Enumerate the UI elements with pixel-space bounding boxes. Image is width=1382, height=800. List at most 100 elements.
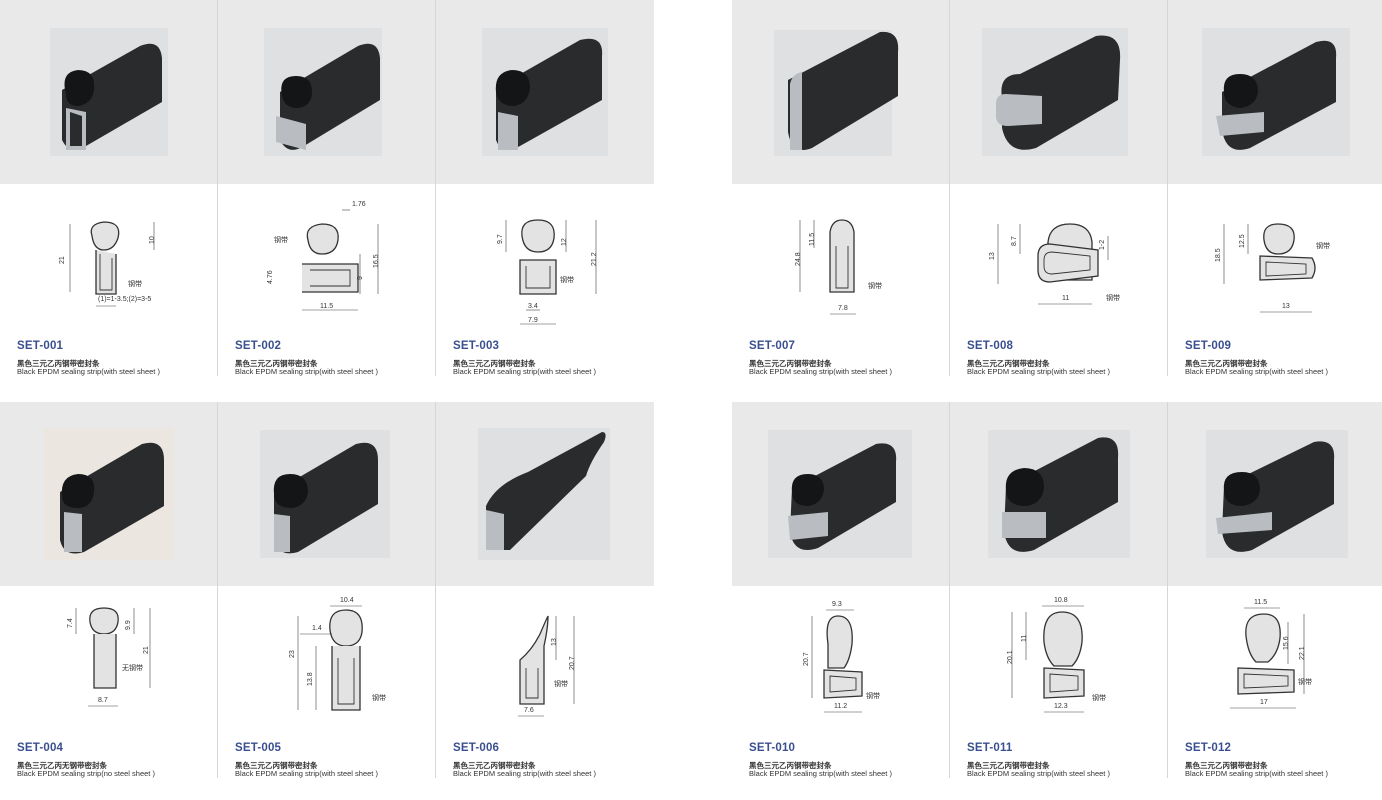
dim-label: 1.76 <box>352 201 366 208</box>
dim-label: 10 <box>149 236 156 244</box>
dim-label: 20.7 <box>803 652 810 666</box>
product-card: 9.7 12 21.2 3.4 7.9 钢带 SET-003 黑色三元乙丙钢带密… <box>436 0 654 376</box>
dim-label: 8.7 <box>98 697 108 704</box>
profile-drawing: 9.7 12 21.2 3.4 7.9 钢带 <box>497 219 598 325</box>
product-photo <box>0 0 218 184</box>
product-code: SET-008 <box>967 340 1014 352</box>
technical-drawing: 13 20.7 7.6 钢带 <box>436 586 654 778</box>
technical-drawing: 9.3 20.7 11.2 钢带 <box>732 586 950 778</box>
product-card: 18.5 12.5 13 钢带 SET-009 黑色三元乙丙钢带密封条 Blac… <box>1168 0 1382 376</box>
steel-label: 钢带 <box>560 275 574 284</box>
product-name-en: Black EPDM sealing strip(with steel shee… <box>1185 367 1328 376</box>
product-card: 11.5 24.8 7.8 钢带 SET-007 黑色三元乙丙钢带密封条 Bla… <box>732 0 950 376</box>
product-code: SET-002 <box>235 340 282 352</box>
dim-label: 13 <box>551 638 558 646</box>
product-photo <box>950 402 1168 586</box>
product-photo <box>732 402 950 586</box>
seal-photo-icon <box>44 428 174 560</box>
product-name-en: Black EPDM sealing strip(with steel shee… <box>749 769 892 778</box>
product-name-en: Black EPDM sealing strip(with steel shee… <box>1185 769 1328 778</box>
dim-label: 13.8 <box>307 672 314 686</box>
steel-label: 钢带 <box>274 235 288 244</box>
product-card: 13 20.7 7.6 钢带 SET-006 黑色三元乙丙钢带密封条 Black… <box>436 402 654 778</box>
dim-label: 13 <box>989 252 996 260</box>
dim-label: 11 <box>1021 635 1028 642</box>
product-card: 10.8 11 20.1 12.3 钢带 SET-011 黑色三元乙丙钢带密封条… <box>950 402 1168 778</box>
product-code: SET-012 <box>1185 742 1232 754</box>
seal-photo-icon <box>774 30 899 156</box>
product-card: 9.3 20.7 11.2 钢带 SET-010 黑色三元乙丙钢带密封条 Bla… <box>732 402 950 778</box>
dim-label: 20.1 <box>1007 650 1014 664</box>
dim-label: 7.8 <box>838 305 848 312</box>
technical-drawing: 21 10 (1)=1-3.5;(2)=3-5 钢带 <box>0 184 218 376</box>
divider <box>217 0 218 376</box>
divider <box>435 402 436 778</box>
steel-label: 钢带 <box>1298 677 1312 686</box>
dim-label: 11.5 <box>1254 599 1267 606</box>
dim-label: 10.8 <box>1054 597 1068 604</box>
profile-drawing: 9.3 20.7 11.2 钢带 <box>803 601 880 713</box>
seal-photo-icon <box>768 430 912 558</box>
product-photo <box>0 402 218 586</box>
product-code: SET-005 <box>235 742 282 754</box>
product-card: 10.4 1.4 23 13.8 钢带 SET-005 黑色三元乙丙钢带密封条 … <box>218 402 436 778</box>
dim-label: 13 <box>1282 303 1290 310</box>
steel-label: 钢带 <box>868 281 882 290</box>
divider <box>949 402 950 778</box>
dim-label: 16.5 <box>373 254 380 268</box>
technical-drawing: 7.4 9.9 21 8.7 无钢带 <box>0 586 218 778</box>
steel-label: 钢带 <box>372 693 386 702</box>
dim-label: 9.9 <box>125 620 132 630</box>
divider <box>435 0 436 376</box>
divider <box>1167 0 1168 376</box>
profile-drawing: 11.5 15.6 22.1 17 钢带 <box>1230 599 1312 709</box>
dim-label: 4.76 <box>267 270 274 284</box>
product-photo <box>1168 0 1382 184</box>
product-photo <box>218 402 436 586</box>
divider <box>1167 402 1168 778</box>
dim-label: 11.5 <box>320 303 333 310</box>
steel-label: 钢带 <box>128 279 142 288</box>
product-name-en: Black EPDM sealing strip(with steel shee… <box>17 367 160 376</box>
dim-label: 11.5 <box>809 233 816 246</box>
seal-photo-icon <box>264 28 382 156</box>
dim-label: 21 <box>59 256 66 264</box>
dim-label: 11.2 <box>834 703 847 710</box>
product-code: SET-011 <box>967 742 1013 754</box>
steel-label: 钢带 <box>1092 693 1106 702</box>
technical-drawing: 11.5 24.8 7.8 钢带 <box>732 184 950 376</box>
product-name-en: Black EPDM sealing strip(with steel shee… <box>749 367 892 376</box>
profile-drawing: 11.5 24.8 7.8 钢带 <box>795 219 882 315</box>
product-name-cn: 黑色三元乙丙钢带密封条 <box>235 359 318 368</box>
dim-label: 3.4 <box>528 303 538 310</box>
dim-label: 7.6 <box>524 707 534 714</box>
dim-label: 20.7 <box>569 656 576 670</box>
product-name-cn: 黑色三元乙丙钢带密封条 <box>749 761 832 770</box>
dim-label: 12.5 <box>1239 234 1246 248</box>
divider <box>217 402 218 778</box>
product-card: 1.76 16.5 9 4.76 11.5 钢带 SET-002 黑色三元乙丙钢… <box>218 0 436 376</box>
dim-label: 9.3 <box>832 601 842 608</box>
seal-photo-icon <box>478 428 610 560</box>
product-name-en: Black EPDM sealing strip(with steel shee… <box>967 769 1110 778</box>
product-card: 13 8.7 1-2 11 钢带 SET-008 黑色三元乙丙钢带密封条 Bla… <box>950 0 1168 376</box>
product-code: SET-004 <box>17 742 64 754</box>
product-name-cn: 黑色三元乙丙钢带密封条 <box>1185 359 1268 368</box>
technical-drawing: 1.76 16.5 9 4.76 11.5 钢带 <box>218 184 436 376</box>
product-card: 7.4 9.9 21 8.7 无钢带 SET-004 黑色三元乙丙无钢带密封条 … <box>0 402 218 778</box>
product-code: SET-006 <box>453 742 500 754</box>
steel-label: 无钢带 <box>122 663 143 672</box>
profile-drawing: 21 10 (1)=1-3.5;(2)=3-5 钢带 <box>59 221 156 307</box>
technical-drawing: 9.7 12 21.2 3.4 7.9 钢带 <box>436 184 654 376</box>
product-photo <box>732 0 950 184</box>
seal-photo-icon <box>1206 430 1348 558</box>
seal-photo-icon <box>482 28 608 156</box>
technical-drawing: 10.4 1.4 23 13.8 钢带 <box>218 586 436 778</box>
dim-label: 1.4 <box>312 625 322 632</box>
product-name-en: Black EPDM sealing strip(with steel shee… <box>235 367 378 376</box>
dim-label: 24.8 <box>795 252 802 266</box>
product-card: 21 10 (1)=1-3.5;(2)=3-5 钢带 SET-001 黑色三元乙… <box>0 0 218 376</box>
dim-label: 9 <box>357 276 364 280</box>
dim-label: 23 <box>289 650 296 658</box>
profile-drawing: 10.4 1.4 23 13.8 钢带 <box>289 597 386 711</box>
